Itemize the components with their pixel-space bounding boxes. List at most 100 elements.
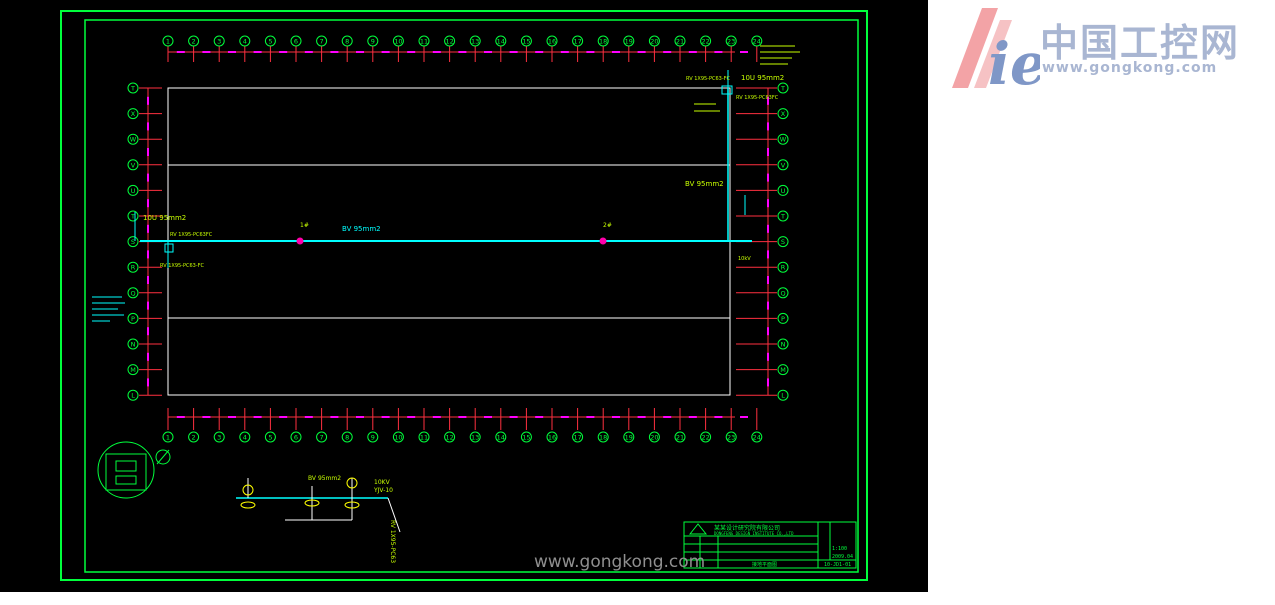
right-row-axis-label: N	[781, 341, 786, 349]
left-row-axis-label: W	[130, 136, 137, 144]
left-row-dimension-tick	[147, 301, 149, 310]
title-rev-date: 2009.04	[832, 554, 853, 560]
top-column-axis-label: 2	[192, 38, 196, 46]
left-row-axis-label: T	[130, 213, 135, 221]
right-row-dimension-tick	[767, 301, 769, 310]
company-name-cn: 某某设计研究院有限公司	[714, 524, 780, 532]
right-row-axis-3: W	[736, 133, 789, 156]
right-row-axis-5: U	[736, 184, 789, 208]
top-column-axis-label: 20	[650, 38, 658, 46]
right-row-axis-label: V	[781, 161, 786, 169]
left-row-axis-4: V	[127, 159, 162, 182]
grounding-electrode-detail: BV 95mm2 10KV YJV-10 RV 1X95-PC63	[236, 475, 401, 563]
right-top-cable-label: RV 1X95-PC63-FC	[686, 76, 731, 82]
top-column-axis-label: 8	[345, 38, 349, 46]
top-column-dimension-tick	[714, 51, 723, 53]
top-column-dimension-tick	[407, 51, 416, 53]
top-column-axis-label: 19	[625, 38, 633, 46]
drawing-name: 接地平面图	[752, 561, 777, 568]
right-row-axis-9: Q	[736, 287, 789, 310]
left-test-box	[164, 243, 174, 253]
left-cable-label-2: RV 1X95-PC63-FC	[160, 263, 205, 269]
detail-label-right-1: 10KV	[374, 479, 391, 486]
bottom-column-axis-22: 22	[700, 408, 723, 443]
bottom-column-axis-1: 1	[162, 408, 185, 443]
right-row-dimension-tick	[767, 250, 769, 259]
top-column-axis-label: 22	[701, 38, 709, 46]
inner-frame	[84, 19, 859, 573]
title-scale: 1:100	[832, 546, 847, 552]
left-row-dimension-tick	[147, 122, 149, 131]
top-column-axis-19: 19	[623, 35, 646, 62]
top-column-axis-21: 21	[674, 35, 697, 62]
top-column-axis-label: 7	[320, 38, 324, 46]
left-cable-label-1: RV 1X95-PC63FC	[170, 232, 213, 238]
top-column-axis-8: 8	[341, 35, 364, 62]
bottom-column-axis-label: 11	[420, 434, 428, 442]
left-row-axis-9: Q	[127, 287, 162, 310]
logo-letters: ie	[988, 30, 1040, 90]
right-row-dimension-tick	[767, 224, 769, 233]
top-column-axis-label: 24	[753, 38, 761, 46]
brand-url: www.gongkong.com	[1042, 60, 1218, 76]
top-column-axis-6: 6	[290, 35, 313, 62]
top-column-axis-13: 13	[469, 35, 492, 62]
left-row-dimension-tick	[147, 148, 149, 156]
bottom-column-dimension-tick	[484, 416, 492, 418]
top-column-dimension-tick	[458, 51, 467, 53]
top-column-axis-9: 9	[367, 35, 390, 62]
bottom-column-dimension-tick	[279, 416, 288, 418]
left-row-axis-12: M	[127, 364, 162, 387]
top-column-dimension-tick	[228, 51, 236, 53]
bottom-column-axis-label: 21	[676, 434, 684, 442]
top-column-dimension-tick	[330, 51, 339, 53]
bottom-column-axis-label: 24	[753, 434, 761, 442]
left-row-dimension-tick	[147, 199, 149, 208]
right-row-axis-4: V	[736, 159, 789, 182]
left-row-dimension-tick	[147, 378, 149, 387]
right-row-dimension-tick	[767, 276, 769, 284]
right-mid-conductor-label: BV 95mm2	[685, 180, 724, 188]
bottom-column-axis-label: 20	[650, 434, 658, 442]
bottom-column-axis-label: 14	[497, 434, 505, 442]
top-column-axis-10: 10	[392, 35, 416, 62]
top-column-dimension-tick	[279, 51, 288, 53]
title-block: 某某设计研究院有限公司 DONGFENG DESIGN INSTITUTE CO…	[683, 521, 857, 569]
bottom-column-axis-17: 17	[572, 408, 595, 443]
bottom-column-axis-label: 7	[320, 434, 324, 442]
right-row-dimension-tick	[767, 96, 769, 105]
bottom-column-axis-label: 9	[371, 434, 375, 442]
bottom-column-axis-label: 4	[243, 434, 247, 442]
right-row-axis-label: T	[780, 85, 785, 93]
top-column-axis-23: 23	[725, 35, 748, 62]
bottom-column-axis-label: 8	[345, 434, 349, 442]
bottom-column-axis-19: 19	[623, 408, 646, 443]
left-row-axis-5: U	[127, 184, 162, 208]
bottom-column-axis-10: 10	[392, 408, 416, 443]
left-row-axis-11: N	[127, 338, 162, 361]
top-column-axis-24: 24	[751, 35, 763, 62]
bottom-column-dimension-tick	[509, 416, 518, 418]
top-column-axis-2: 2	[188, 35, 211, 62]
top-column-dimension-tick	[740, 51, 748, 53]
detail-clamp-1	[242, 484, 254, 496]
top-column-dimension-tick	[304, 51, 313, 53]
outer-frame	[60, 10, 868, 581]
bottom-column-axis-label: 3	[217, 434, 221, 442]
watermark-text: www.gongkong.com	[534, 552, 706, 572]
detail-cable-run	[387, 497, 401, 533]
left-row-axis-label: V	[131, 161, 136, 169]
bottom-column-axis-12: 12	[444, 408, 467, 443]
right-row-axis-12: M	[736, 364, 789, 387]
right-row-dimension-tick	[767, 378, 769, 387]
left-conductor-size-label: 10U 95mm2	[143, 214, 186, 222]
top-column-axis-22: 22	[700, 35, 723, 62]
top-column-axis-label: 21	[676, 38, 684, 46]
key-plan-circle	[97, 441, 155, 499]
bottom-column-dimension-tick	[330, 416, 339, 418]
right-row-axis-1: T	[736, 82, 789, 105]
detail-coil-1	[240, 501, 256, 509]
top-column-dimension-tick	[560, 51, 569, 53]
left-row-axis-7: S	[127, 236, 162, 259]
left-row-axis-label: X	[131, 110, 136, 118]
